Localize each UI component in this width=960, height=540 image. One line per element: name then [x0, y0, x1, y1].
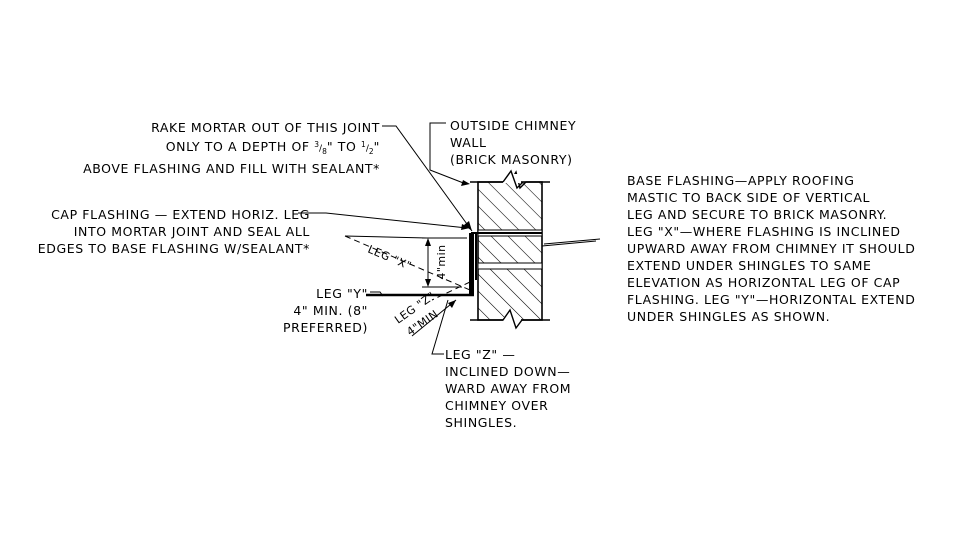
- leg-x-diagram-label: LEG "X": [366, 243, 414, 273]
- leg-z-line-4: CHIMNEY OVER: [445, 398, 549, 413]
- roof-slope-line: [541, 240, 597, 247]
- outside-wall-note: OUTSIDE CHIMNEY WALL (BRICK MASONRY): [450, 117, 576, 168]
- cap-flashing-line-2: INTO MORTAR JOINT AND SEAL ALL: [73, 224, 310, 239]
- outside-wall-line-2: WALL: [450, 135, 487, 150]
- base-flashing-line-7: ELEVATION AS HORIZONTAL LEG OF CAP: [627, 275, 901, 290]
- dim-arrow-down: [425, 279, 431, 287]
- leader-lines: [298, 122, 601, 355]
- outside-wall-arrow: [461, 180, 470, 186]
- inclined-dim-line: [411, 299, 457, 337]
- cap-flashing-line-1: CAP FLASHING — EXTEND HORIZ. LEG: [51, 207, 310, 222]
- break-mask-top: [503, 174, 521, 183]
- cap-flashing-note: CAP FLASHING — EXTEND HORIZ. LEG INTO MO…: [38, 206, 310, 257]
- fraction-denominator: 2: [368, 146, 374, 156]
- base-flashing-line-9: UNDER SHINGLES AS SHOWN.: [627, 309, 831, 324]
- rake-mortar-line-1: RAKE MORTAR OUT OF THIS JOINT: [151, 120, 380, 135]
- base-flashing-line-4: LEG "X"—WHERE FLASHING IS INCLINED: [627, 224, 901, 239]
- leg-z-line-3: WARD AWAY FROM: [445, 381, 572, 396]
- outside-wall-line-1: OUTSIDE CHIMNEY: [450, 118, 577, 133]
- fraction-numerator: 1: [361, 140, 366, 149]
- mortar-joint: [477, 262, 543, 270]
- leg-x-top-line: [344, 235, 428, 239]
- leg-z-line-1: LEG "Z" —: [445, 347, 516, 362]
- break-line-top-zigzag: [502, 169, 524, 190]
- vertical-dimension: 4"min: [422, 237, 467, 288]
- leg-y-note: LEG "Y" 4" MIN. (8" PREFERRED): [283, 285, 368, 336]
- brick-hatching: [478, 182, 542, 320]
- base-flashing-line-8: FLASHING. LEG "Y"—HORIZONTAL EXTEND: [627, 292, 916, 307]
- cap-flashing-arrow: [461, 224, 470, 230]
- fraction-one-half: 1/2: [361, 140, 374, 156]
- leg-z-line-2: INCLINED DOWN—: [445, 364, 571, 379]
- fraction-denominator: 8: [322, 146, 327, 156]
- rake-mortar-leader: [382, 125, 473, 232]
- base-flashing-line-2: MASTIC TO BACK SIDE OF VERTICAL: [627, 190, 871, 205]
- outside-wall-line-3: (BRICK MASONRY): [450, 152, 573, 167]
- leg-y-line-3: PREFERRED): [283, 320, 368, 335]
- leg-y-leader: [370, 291, 384, 297]
- inclined-dimension: LEG "Z" 4"MIN: [392, 289, 457, 338]
- base-flashing-line-1: BASE FLASHING—APPLY ROOFING: [627, 173, 855, 188]
- inclined-dim-arrow: [448, 300, 456, 308]
- outside-wall-leader: [429, 122, 467, 185]
- fraction-three-eighths: 3/8: [314, 140, 327, 156]
- cap-flashing-leader: [298, 212, 468, 229]
- rake-mortar-line-2-mid: " TO: [326, 139, 362, 154]
- leg-y-line-2: 4" MIN. (8": [293, 303, 368, 318]
- rake-mortar-arrow: [464, 221, 472, 231]
- rake-mortar-line-3: ABOVE FLASHING AND FILL WITH SEALANT*: [83, 160, 380, 176]
- leg-z-dashed-line: [431, 281, 471, 301]
- base-flashing-vertical-leg: [469, 233, 474, 295]
- rake-mortar-note: RAKE MORTAR OUT OF THIS JOINT ONLY TO A …: [83, 119, 380, 177]
- leg-z-leader: [431, 299, 449, 355]
- base-flashing-line-3: LEG AND SECURE TO BRICK MASONRY.: [627, 207, 888, 222]
- break-line-bottom: [470, 308, 550, 330]
- rake-mortar-line-2: ONLY TO A DEPTH OF 3/8" TO 1/2": [83, 136, 380, 160]
- rake-mortar-line-2-end: ": [373, 139, 380, 154]
- base-flashing-note: BASE FLASHING—APPLY ROOFING MASTIC TO BA…: [627, 172, 915, 325]
- leg-y-line-1: LEG "Y": [316, 286, 368, 301]
- rake-mortar-line-2-text: ONLY TO A DEPTH OF: [165, 139, 315, 154]
- base-flashing-line-6: EXTEND UNDER SHINGLES TO SAME: [627, 258, 872, 273]
- fraction-numerator: 3: [314, 140, 320, 149]
- break-mask-bottom: [503, 317, 521, 329]
- brick-masonry-wall: [470, 169, 550, 330]
- dim-arrow-up: [425, 238, 431, 246]
- base-flashing-leader: [543, 238, 601, 245]
- dim-4min-vertical-label: 4"min: [435, 244, 448, 279]
- base-flashing-line-5: UPWARD AWAY FROM CHIMNEY IT SHOULD: [627, 241, 916, 256]
- leg-x-dashed-line: [344, 235, 471, 291]
- cap-flashing-line-3: EDGES TO BASE FLASHING W/SEALANT*: [37, 241, 310, 256]
- leg-z-note: LEG "Z" — INCLINED DOWN— WARD AWAY FROM …: [445, 346, 571, 431]
- leg-z-line-5: SHINGLES.: [445, 415, 518, 430]
